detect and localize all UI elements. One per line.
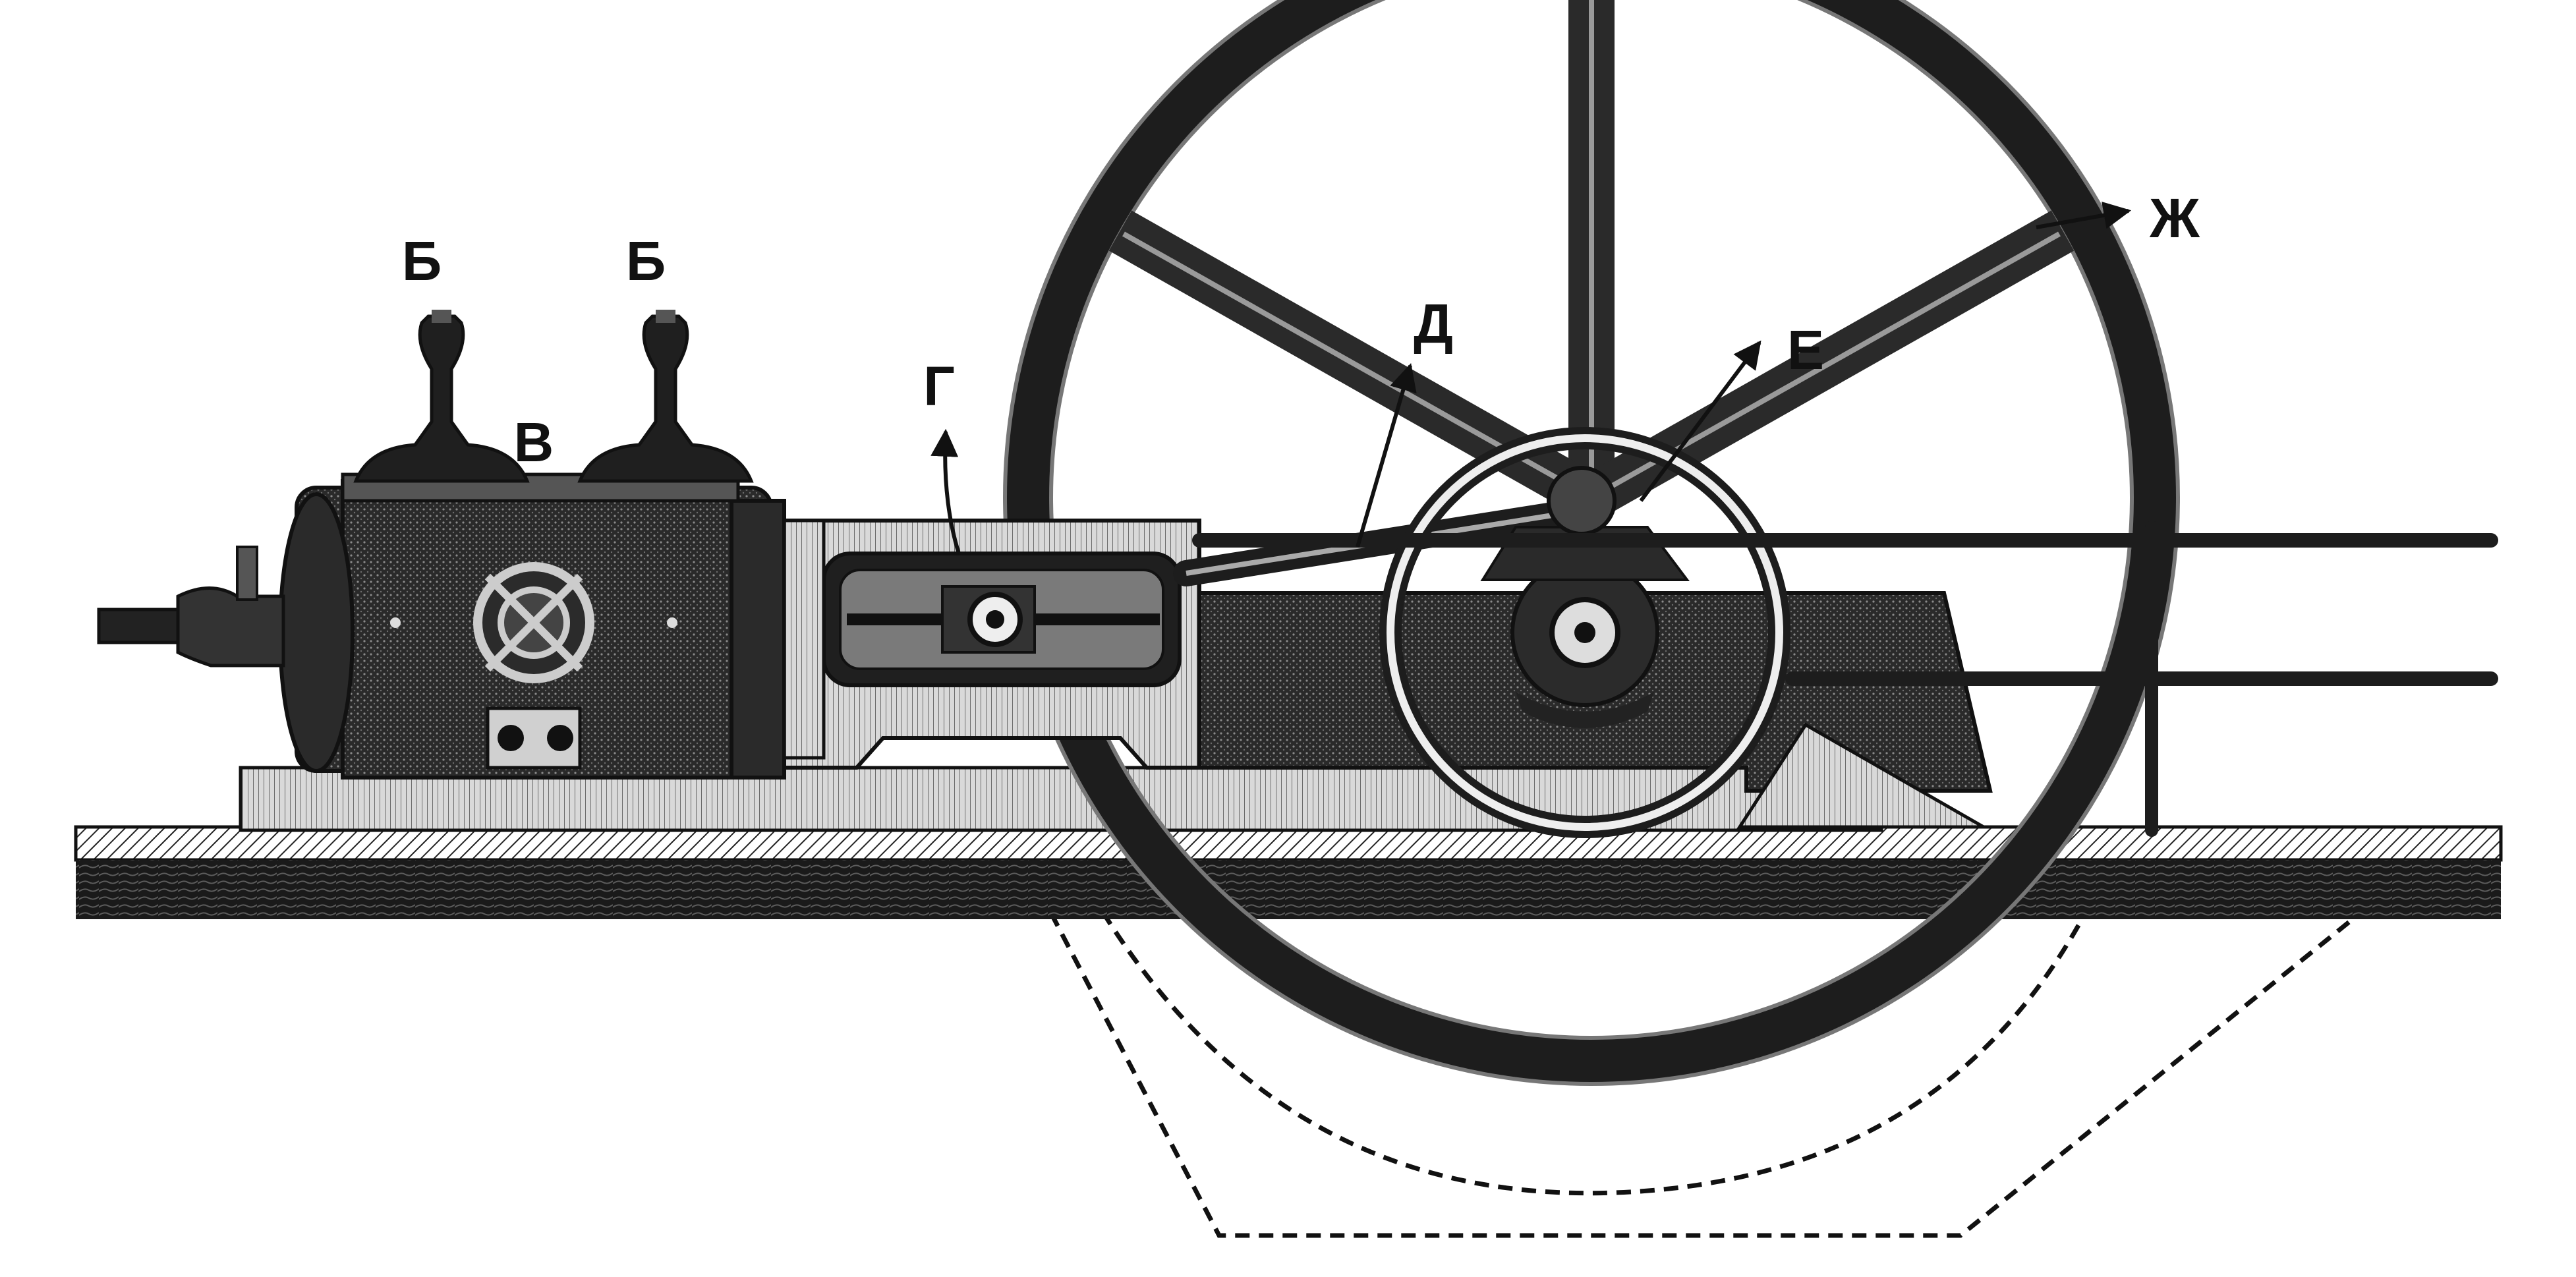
label-v: В (514, 411, 554, 473)
inlet-valve-right (577, 310, 754, 483)
label-b-right: Б (626, 230, 666, 292)
inlet-valve-left (353, 310, 530, 483)
crosshead (941, 585, 1036, 654)
governor-wheel (1379, 427, 1790, 838)
cylinder (278, 479, 826, 780)
label-pointers (930, 201, 2132, 554)
side-rods (1192, 521, 2498, 837)
label-g: Г (923, 355, 955, 417)
label-d: Д (1414, 293, 1453, 355)
steam-pipe (97, 546, 285, 667)
label-zh: Ж (2149, 187, 2200, 249)
label-b-left: Б (402, 230, 442, 292)
label-e: Е (1787, 319, 1824, 381)
floor (74, 825, 2503, 919)
